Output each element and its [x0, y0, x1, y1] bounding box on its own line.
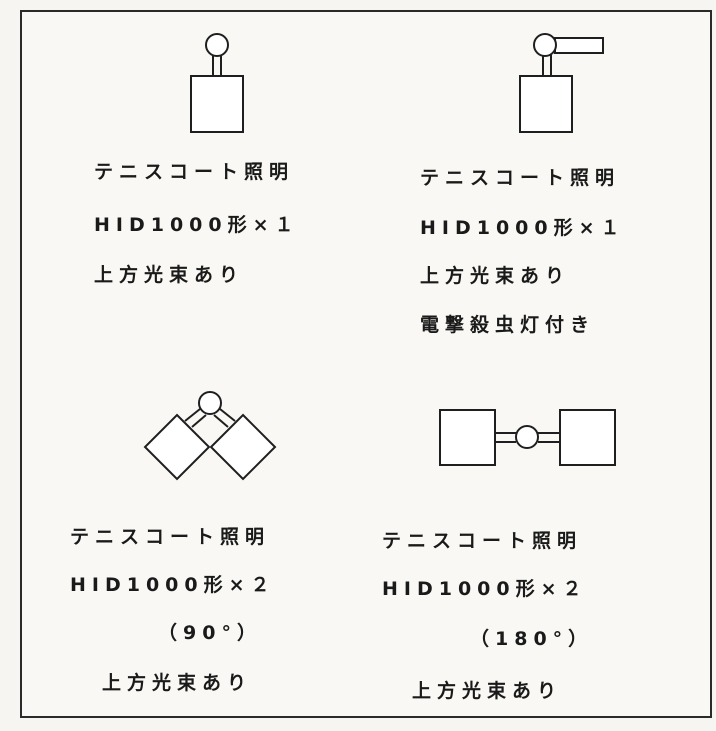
arm-line-right-a — [219, 408, 236, 422]
insect-killer-arm — [554, 37, 604, 54]
label-accessory: 電撃殺虫灯付き — [420, 314, 596, 336]
label-angle: （90°） — [158, 622, 262, 644]
label-note: 上方光束あり — [412, 680, 563, 702]
double-lamp-180-symbol — [432, 400, 622, 480]
label-title: テニスコート照明 — [382, 530, 583, 552]
lamp-head-circle — [515, 425, 539, 449]
label-spec: HID1000形×２ — [70, 574, 276, 596]
lamp-housing-left — [439, 409, 496, 466]
lamp-head-circle — [198, 391, 222, 415]
label-title: テニスコート照明 — [420, 167, 621, 189]
lamp-housing — [519, 75, 573, 133]
label-note: 上方光束あり — [420, 265, 571, 287]
arm-line-right-b — [213, 414, 229, 428]
legend-frame — [20, 10, 712, 718]
lamp-head-circle — [533, 33, 557, 57]
lamp-head-circle — [205, 33, 229, 57]
label-spec: HID1000形×１ — [420, 217, 626, 239]
label-spec: HID1000形×１ — [94, 214, 300, 236]
label-spec: HID1000形×２ — [382, 578, 588, 600]
single-lamp-fixture-symbol — [180, 28, 250, 138]
single-lamp-insect-killer-symbol — [510, 28, 620, 138]
arm-line-left-a — [184, 408, 201, 422]
label-title: テニスコート照明 — [94, 161, 295, 183]
label-note: 上方光束あり — [102, 672, 253, 694]
lamp-housing-right — [209, 413, 277, 481]
double-lamp-90-symbol — [130, 385, 300, 495]
label-note: 上方光束あり — [94, 264, 245, 286]
label-title: テニスコート照明 — [70, 526, 271, 548]
lamp-housing — [190, 75, 244, 133]
lamp-housing-right — [559, 409, 616, 466]
label-angle: （180°） — [470, 628, 594, 650]
lamp-housing-left — [143, 413, 211, 481]
arm-line-left-b — [191, 414, 207, 428]
